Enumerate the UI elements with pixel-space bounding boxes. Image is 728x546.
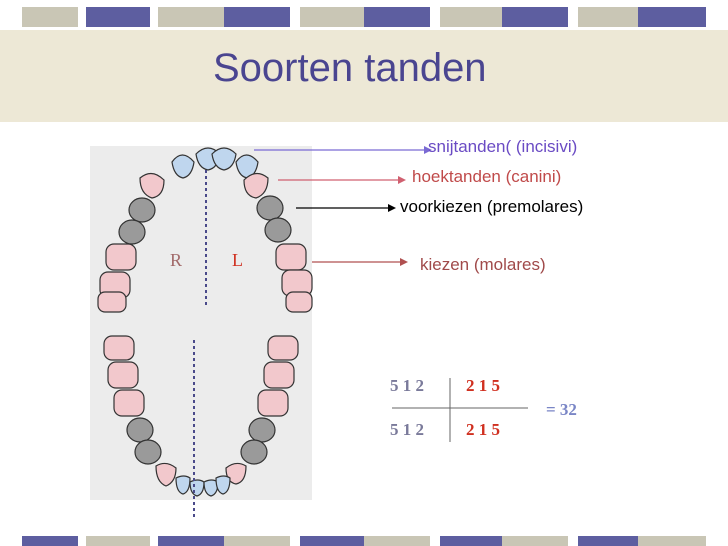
upper-premolar-tooth bbox=[128, 197, 156, 223]
upper-molar-tooth bbox=[105, 243, 137, 271]
lower-molar-tooth bbox=[267, 335, 299, 361]
band-segment bbox=[440, 7, 502, 27]
title-bar bbox=[0, 30, 728, 122]
band-segment bbox=[578, 7, 638, 27]
top-decorative-band bbox=[0, 0, 728, 30]
band-segment bbox=[22, 536, 78, 546]
band-segment bbox=[224, 536, 290, 546]
lower-canine-tooth bbox=[155, 462, 177, 487]
band-segment bbox=[86, 7, 150, 27]
upper-arch bbox=[97, 147, 313, 313]
formula-upper-right: 2 1 5 bbox=[466, 376, 500, 395]
upper-incisor-tooth bbox=[211, 147, 237, 171]
lower-molar-tooth bbox=[257, 389, 289, 417]
band-segment bbox=[158, 7, 224, 27]
canini-arrowhead bbox=[398, 176, 406, 184]
formula-lower-left: 5 1 2 bbox=[390, 420, 424, 439]
upper-canine-tooth bbox=[139, 172, 165, 199]
lower-molar-tooth bbox=[103, 335, 135, 361]
premolares-arrowhead bbox=[388, 204, 396, 212]
label-molares: kiezen (molares) bbox=[420, 255, 546, 274]
upper-molar-tooth bbox=[285, 291, 313, 313]
lower-arch bbox=[103, 335, 299, 497]
lower-premolar-tooth bbox=[134, 439, 162, 465]
lower-premolar-tooth bbox=[248, 417, 276, 443]
lower-premolar-tooth bbox=[126, 417, 154, 443]
label-premolares: voorkiezen (premolares) bbox=[400, 197, 584, 216]
band-segment bbox=[578, 536, 638, 546]
molares-arrowhead bbox=[400, 258, 408, 266]
band-segment bbox=[224, 7, 290, 27]
band-segment bbox=[364, 536, 430, 546]
upper-incisor-tooth bbox=[171, 154, 195, 179]
band-segment bbox=[502, 7, 568, 27]
incisivi-arrowhead bbox=[424, 146, 432, 154]
formula-lower-right: 2 1 5 bbox=[466, 420, 500, 439]
lower-molar-tooth bbox=[107, 361, 139, 389]
lower-molar-tooth bbox=[113, 389, 145, 417]
lower-incisor-tooth bbox=[215, 475, 231, 495]
band-segment bbox=[300, 536, 364, 546]
band-segment bbox=[440, 536, 502, 546]
band-segment bbox=[638, 7, 706, 27]
label-canini: hoektanden (canini) bbox=[412, 167, 562, 186]
band-segment bbox=[364, 7, 430, 27]
right-side-label: R bbox=[170, 250, 183, 270]
upper-canine-tooth bbox=[243, 172, 269, 199]
upper-premolar-tooth bbox=[256, 195, 284, 221]
upper-molar-tooth bbox=[97, 291, 127, 313]
upper-molar-tooth bbox=[275, 243, 307, 271]
lower-molar-tooth bbox=[263, 361, 295, 389]
lower-incisor-tooth bbox=[203, 479, 219, 497]
formula-total: = 32 bbox=[546, 400, 577, 419]
lower-incisor-tooth bbox=[175, 475, 191, 495]
band-segment bbox=[158, 536, 224, 546]
bottom-decorative-band bbox=[0, 536, 728, 546]
label-incisivi: snijtanden( (incisivi) bbox=[428, 137, 578, 156]
band-segment bbox=[22, 7, 78, 27]
lower-premolar-tooth bbox=[240, 439, 268, 465]
formula-upper-left: 5 1 2 bbox=[390, 376, 424, 395]
upper-premolar-tooth bbox=[264, 217, 292, 243]
left-side-label: L bbox=[232, 250, 243, 270]
band-segment bbox=[502, 536, 568, 546]
band-segment bbox=[86, 536, 150, 546]
page-title: Soorten tanden bbox=[213, 46, 487, 90]
upper-incisor-tooth bbox=[235, 154, 259, 179]
band-segment bbox=[300, 7, 364, 27]
upper-premolar-tooth bbox=[118, 219, 146, 245]
band-segment bbox=[638, 536, 706, 546]
